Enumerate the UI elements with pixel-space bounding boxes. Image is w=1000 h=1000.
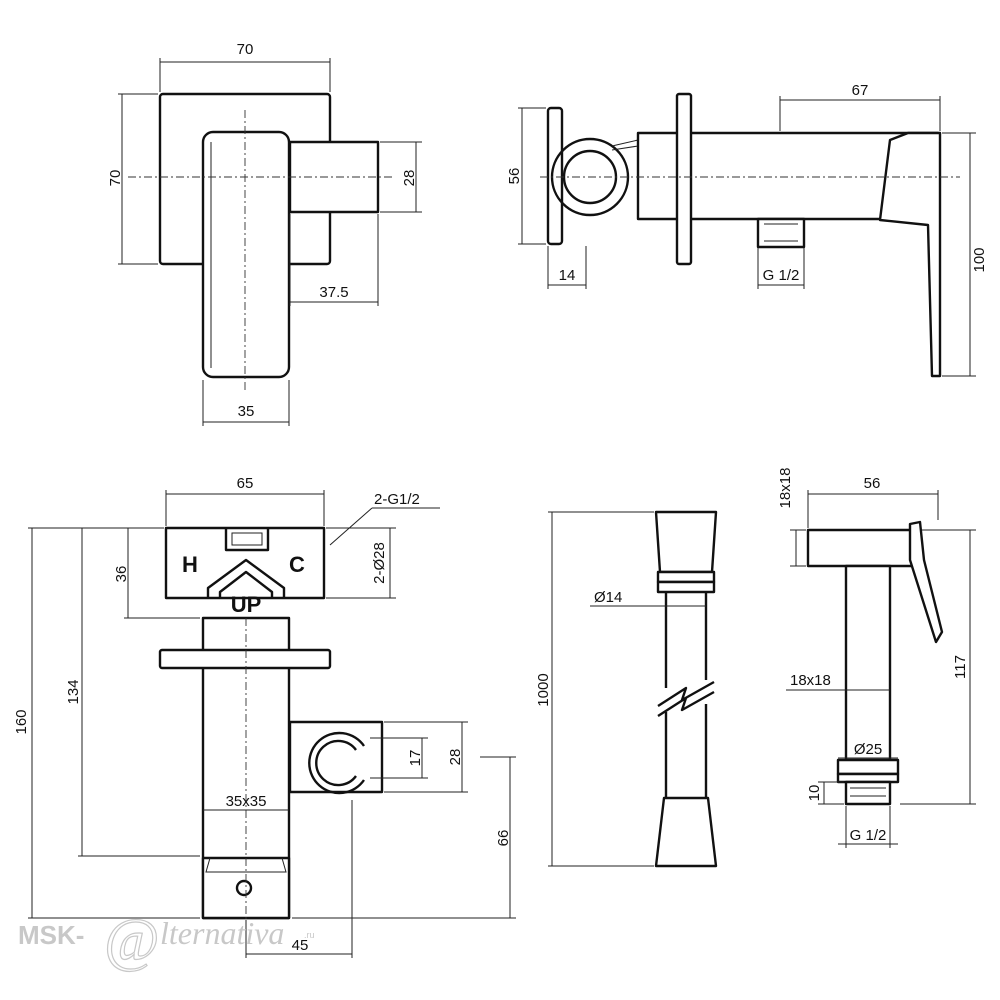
watermark-brand: MSK- [18, 920, 84, 950]
lever-side [878, 131, 942, 378]
dim-flange-height: 56 [506, 168, 523, 185]
dim-stem-section: 18x18 [790, 672, 831, 689]
drain-hole [235, 879, 253, 897]
sprayer-nut-upper [836, 758, 900, 776]
watermark-script: lternativa [160, 915, 284, 951]
dim-total-height: 100 [971, 247, 988, 272]
dim-nut-diameter: Ø25 [854, 741, 882, 758]
dim-outlet-thread: G 1/2 [763, 267, 800, 284]
front-view-mixer: 70 70 28 37.5 35 [107, 41, 422, 426]
hose-bottom-nut [654, 796, 718, 868]
dim-height-160: 160 [13, 709, 30, 734]
outlet-thread [756, 217, 806, 249]
dim-inlet-diameter: 2-Ø28 [371, 542, 388, 584]
dim-arm-height: 28 [401, 170, 418, 187]
dim-head-section: 18x18 [777, 468, 794, 509]
hose-break-upper [657, 680, 715, 708]
dim-section: 35x35 [226, 793, 267, 810]
up-arrow-shape [206, 558, 286, 598]
dim-arm-length: 37.5 [319, 284, 348, 301]
holder-hook [315, 739, 357, 787]
dim-sprayer-width: 56 [864, 475, 881, 492]
watermark-at: @ [104, 907, 159, 973]
dim-body-width: 35 [238, 403, 255, 420]
dim-hose-length: 1000 [535, 673, 552, 706]
wall-flange [546, 106, 564, 246]
installation-box-view: H C UP 65 2-G1/2 2-Ø28 36 [13, 475, 516, 958]
watermark-suffix: .ru [304, 930, 315, 940]
dim-body-length: 67 [852, 82, 869, 99]
label-cold: C [289, 552, 305, 577]
dim-hose-diameter: Ø14 [594, 589, 622, 606]
bottom-cap [201, 856, 291, 920]
brand-watermark: MSK- @ lternativa .ru [18, 906, 315, 973]
sprayer-trigger [908, 520, 944, 644]
inlet-block [164, 526, 326, 600]
dim-block-height: 36 [113, 566, 130, 583]
hand-sprayer-view: 18x18 56 18x18 117 Ø25 10 G 1/2 [777, 468, 976, 848]
hose-view: Ø14 1000 [535, 510, 718, 868]
dim-plate-width: 70 [237, 41, 254, 58]
mounting-plate [158, 648, 332, 670]
hose-top-nut [654, 510, 718, 574]
label-up: UP [231, 592, 262, 617]
dim-sprayer-height: 117 [952, 655, 969, 679]
side-view-mixer: 67 56 14 G 1/2 100 [506, 82, 988, 378]
hose-break-lower [657, 690, 715, 718]
sprayer-stem [844, 564, 892, 762]
label-inlet-thread: 2-G1/2 [374, 491, 420, 508]
dim-height-66: 66 [495, 830, 512, 847]
dim-box-width: 65 [237, 475, 254, 492]
label-hot: H [182, 552, 198, 577]
sprayer-thread [844, 780, 892, 806]
dim-plate-height: 70 [107, 170, 124, 187]
dim-holder-inner: 17 [407, 750, 424, 767]
lever-handle [201, 130, 291, 379]
dim-sprayer-thread: G 1/2 [850, 827, 887, 844]
dim-holder-height: 28 [447, 749, 464, 766]
cover-plate [675, 92, 693, 266]
dim-thread-length: 10 [806, 785, 823, 802]
sprayer-head [806, 528, 922, 568]
dim-height-134: 134 [65, 679, 82, 704]
dim-offset: 45 [292, 937, 309, 954]
dim-flange-thickness: 14 [559, 267, 576, 284]
